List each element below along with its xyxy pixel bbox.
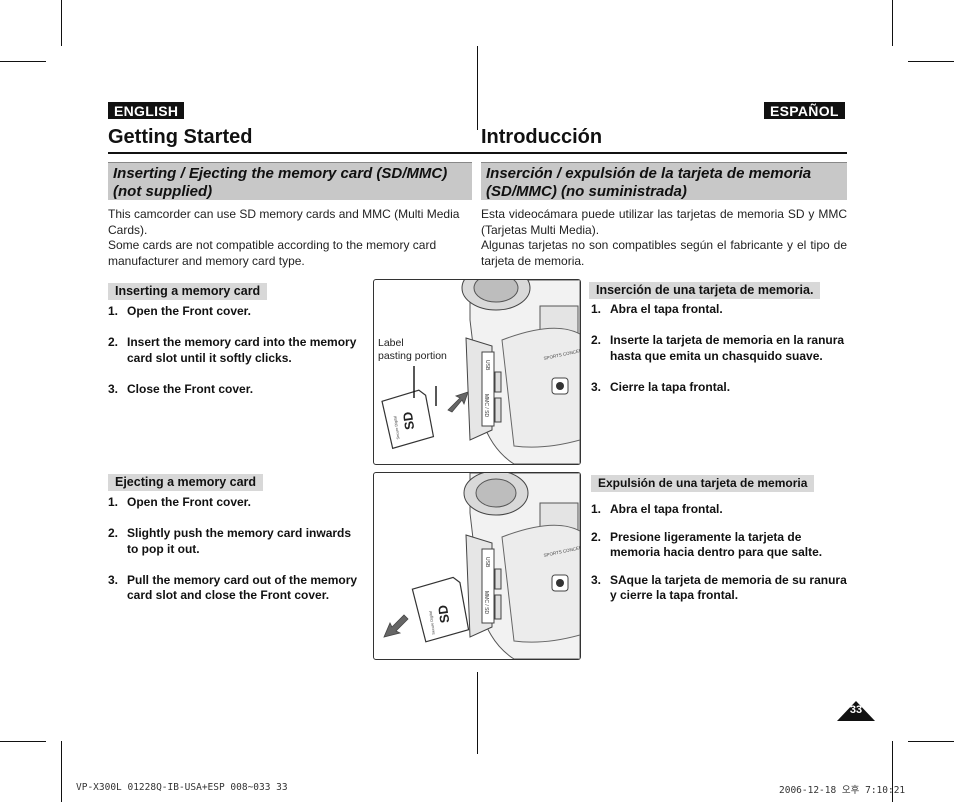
slot-label-mmc-sd: MMC / SD	[483, 394, 489, 417]
step-item: 3. SAque la tarjeta de memoria de su ranu…	[591, 573, 847, 604]
step-text: Open the Front cover.	[127, 304, 252, 318]
sd-logo: SD	[435, 604, 452, 624]
slot-label-usb: USB	[484, 360, 490, 371]
subhead-eject-espanol: Expulsión de una tarjeta de memoria	[591, 475, 815, 492]
step-item: 2. Insert the memory card into the memory…	[108, 335, 358, 366]
step-number: 1.	[591, 502, 602, 516]
figure-insert-card: USB MMC / SD SPORTS CONCEPT SD Secure Di…	[373, 279, 581, 465]
step-item: 3. Cierre la tapa frontal.	[591, 380, 847, 396]
section-title-english: Inserting / Ejecting the memory card (SD…	[108, 162, 472, 200]
card-small-print: Secure Digital	[429, 611, 436, 635]
step-item: 1. Abra el tapa frontal.	[591, 302, 847, 318]
slot-label-usb: USB	[484, 557, 490, 568]
step-number: 2.	[591, 529, 602, 544]
step-item: 3. Pull the memory card out of the memory…	[108, 573, 364, 604]
step-item: 1. Abra el tapa frontal.	[591, 502, 847, 518]
step-number: 3.	[591, 572, 602, 587]
intro-paragraph: Some cards are not compatible according …	[108, 238, 437, 268]
step-item: 2. Inserte la tarjeta de memoria en la ra…	[591, 333, 847, 364]
sd-logo: SD	[400, 411, 417, 431]
intro-paragraph: Esta videocámara puede utilizar las tarj…	[481, 207, 847, 237]
lang-tag-espanol: ESPAÑOL	[764, 102, 845, 119]
crop-mark	[892, 0, 893, 46]
slot-label-mmc-sd: MMC / SD	[483, 591, 489, 614]
step-text: Abra el tapa frontal.	[610, 302, 723, 316]
crop-mark	[61, 741, 62, 802]
step-number: 2.	[108, 526, 119, 540]
step-item: 2. Slightly push the memory card inwards …	[108, 526, 364, 557]
subhead-eject-english: Ejecting a memory card	[108, 474, 264, 491]
crop-mark	[892, 741, 893, 802]
step-item: 3. Close the Front cover.	[108, 382, 358, 398]
step-number: 1.	[108, 304, 119, 318]
crop-mark	[908, 61, 954, 62]
center-fold-line	[477, 46, 478, 130]
step-text: Open the Front cover.	[127, 495, 252, 509]
center-fold-line	[477, 672, 478, 754]
lang-tag-english: ENGLISH	[108, 102, 185, 119]
step-text: Close the Front cover.	[127, 381, 254, 396]
step-text: Abra el tapa frontal.	[610, 502, 723, 516]
step-number: 1.	[108, 495, 119, 509]
title-rule	[108, 152, 847, 154]
card-small-print: Secure Digital	[393, 416, 400, 440]
steps-eject-english: 1. Open the Front cover. 2. Slightly push …	[108, 495, 364, 619]
crop-mark	[908, 741, 954, 742]
callout-label: Label	[378, 337, 404, 349]
page-number: 33	[849, 704, 863, 716]
page-title-english: Getting Started	[108, 126, 253, 148]
crop-mark	[61, 0, 62, 46]
intro-espanol: Esta videocámara puede utilizar las tarj…	[481, 207, 847, 269]
step-number: 1.	[591, 302, 602, 316]
footer-left: VP-X300L 01228Q-IB-USA+ESP 008~033 33	[76, 782, 288, 793]
page-title-espanol: Introducción	[481, 126, 603, 148]
section-title-espanol: Inserción / expulsión de la tarjeta de m…	[481, 162, 847, 200]
footer-right: 2006-12-18 오후 7:10:21	[779, 785, 906, 796]
step-text: Cierre la tapa frontal.	[610, 379, 731, 394]
step-number: 3.	[108, 381, 119, 396]
step-item: 2. Presione ligeramente la tarjeta de mem…	[591, 530, 847, 561]
subhead-insert-english: Inserting a memory card	[108, 283, 268, 300]
step-text: Inserte la tarjeta de memoria en la ranu…	[610, 333, 845, 363]
callout-label: pasting portion	[378, 350, 447, 362]
step-text: Pull the memory card out of the memory c…	[127, 572, 358, 603]
step-item: 1. Open the Front cover.	[108, 304, 358, 320]
page-number-triangle	[837, 701, 875, 721]
steps-eject-espanol: 1. Abra el tapa frontal. 2. Presione liger…	[591, 502, 847, 619]
step-item: 1. Open the Front cover.	[108, 495, 364, 511]
step-text: SAque la tarjeta de memoria de su ranura…	[610, 572, 847, 603]
step-text: Presione ligeramente la tarjeta de memor…	[610, 529, 823, 560]
step-number: 2.	[591, 333, 602, 347]
step-number: 3.	[591, 379, 602, 394]
eject-illustration: USB MMC / SD SPORTS CONCEPT SD Secure Di…	[383, 473, 580, 659]
page-number-badge: 33	[836, 700, 876, 722]
subhead-insert-espanol: Inserción de una tarjeta de memoria.	[589, 282, 821, 299]
steps-insert-espanol: 1. Abra el tapa frontal. 2. Inserte la tar…	[591, 302, 847, 411]
figure-eject-card: USB MMC / SD SPORTS CONCEPT SD Secure Di…	[373, 472, 581, 660]
intro-paragraph: This camcorder can use SD memory cards a…	[108, 207, 460, 237]
step-text: Slightly push the memory card inwards to…	[127, 526, 352, 556]
insert-illustration: USB MMC / SD SPORTS CONCEPT SD Secure Di…	[378, 280, 580, 464]
step-number: 3.	[108, 572, 119, 587]
crop-mark	[0, 61, 46, 62]
intro-english: This camcorder can use SD memory cards a…	[108, 207, 468, 269]
step-text: Insert the memory card into the memory c…	[127, 335, 357, 365]
steps-insert-english: 1. Open the Front cover. 2. Insert the mem…	[108, 304, 358, 413]
intro-paragraph: Algunas tarjetas no son compatibles segú…	[481, 238, 847, 268]
step-number: 2.	[108, 335, 119, 349]
crop-mark	[0, 741, 46, 742]
